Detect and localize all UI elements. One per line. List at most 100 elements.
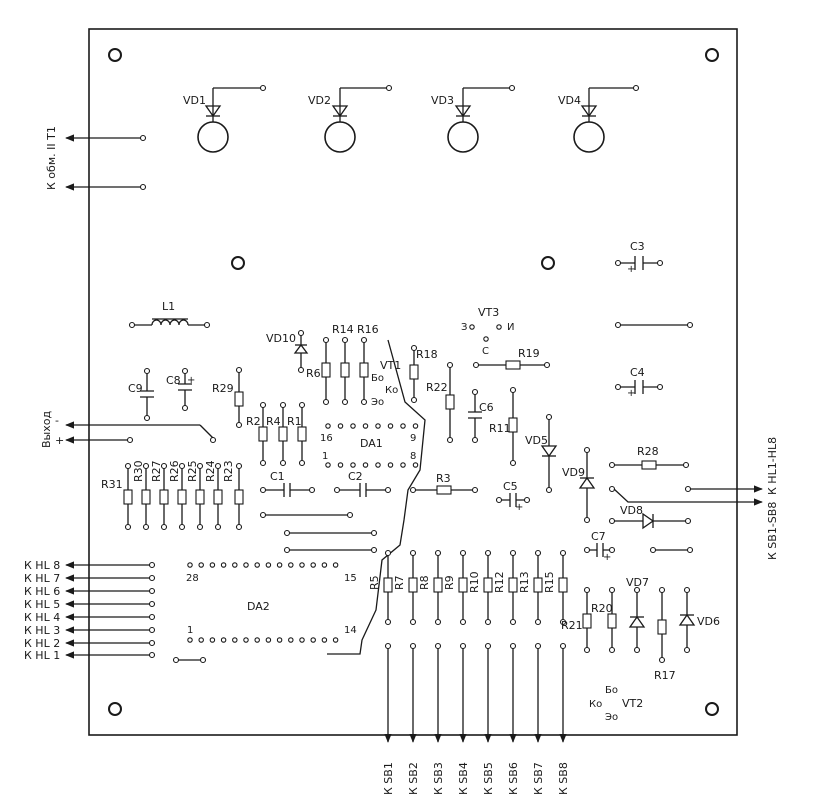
- svg-text:R14: R14: [332, 323, 354, 336]
- svg-text:R22: R22: [426, 381, 448, 394]
- da2-pin: [332, 562, 339, 568]
- da2-label: DA2: [247, 600, 270, 613]
- resistor: [433, 577, 443, 593]
- svg-text:R24: R24: [204, 460, 217, 482]
- sb-line-label: К SB6: [507, 762, 520, 795]
- diode-vd10: VD10: [266, 329, 309, 374]
- svg-text:C5: C5: [503, 480, 518, 493]
- svg-text:VD8: VD8: [620, 504, 643, 517]
- svg-text:VD6: VD6: [697, 615, 720, 628]
- svg-text:Ко: Ко: [589, 699, 602, 710]
- diode-vd8: VD8: [608, 504, 692, 530]
- svg-text:R18: R18: [416, 348, 438, 361]
- resistor-r20: R20: [591, 586, 617, 654]
- resistor: [408, 577, 418, 593]
- winding-connector: К обм. II Т1: [45, 126, 147, 191]
- resistor-r22: R22: [426, 361, 455, 444]
- resistor-r16: R16: [357, 323, 379, 406]
- output-label: Выход: [40, 411, 53, 448]
- da1-pin: [400, 462, 406, 468]
- output-connector: Выход - +: [40, 411, 217, 448]
- sb-line-label: К SB5: [482, 762, 495, 795]
- resistor-bank-r23-r31: R31 R30 R27 R26 R25 R24 R23: [101, 460, 244, 531]
- resistor: [234, 489, 244, 505]
- svg-text:Эо: Эо: [605, 712, 618, 723]
- svg-text:Бо: Бо: [605, 685, 618, 696]
- sb-resistor-bank: R5 R7 R8 R9 R10 R12 R13 R15: [368, 549, 568, 743]
- svg-text:16: 16: [320, 433, 333, 444]
- svg-text:C7: C7: [591, 530, 606, 543]
- capacitor-c3: + C3: [614, 240, 664, 275]
- svg-text:И: И: [507, 322, 514, 333]
- trace-da1-loop: [327, 339, 426, 655]
- svg-text:R16: R16: [357, 323, 379, 336]
- da1-pin: [375, 423, 381, 429]
- svg-text:R27: R27: [150, 460, 163, 482]
- svg-text:R4: R4: [266, 415, 281, 428]
- resistor-r1: R1: [287, 401, 307, 467]
- led-vd2: VD2: [308, 84, 393, 153]
- da2-pin: [321, 562, 328, 568]
- svg-text:R6: R6: [306, 367, 321, 380]
- sb-line-label: К SB1: [382, 762, 395, 795]
- jumpers-middle: [172, 511, 694, 664]
- svg-text:VD9: VD9: [562, 466, 585, 479]
- svg-text:+: +: [603, 552, 611, 563]
- sb-line-label: К SB3: [432, 762, 445, 795]
- svg-text:14: 14: [344, 625, 357, 636]
- da2-pin: [254, 562, 260, 568]
- r29-label: R29: [212, 382, 234, 395]
- svg-text:R2: R2: [246, 415, 261, 428]
- hl-line-label: К HL 6: [24, 585, 60, 598]
- svg-text:R23: R23: [222, 460, 235, 482]
- led-vd1: VD1: [183, 84, 267, 153]
- svg-text:9: 9: [410, 433, 416, 444]
- svg-text:Ко: Ко: [385, 385, 398, 396]
- hl-line-label: К HL 3: [24, 624, 60, 637]
- da2-pin: [198, 637, 204, 643]
- svg-text:R30: R30: [132, 460, 145, 482]
- da2-pin: [332, 637, 339, 643]
- c3-label: C3: [630, 240, 645, 253]
- capacitor-c5: + C5: [495, 480, 531, 513]
- da2-pin: [321, 637, 328, 643]
- hl-connector-lines: К HL 8К HL 7К HL 6К HL 5К HL 4К HL 3К HL…: [24, 559, 156, 662]
- da1-pin: [362, 462, 369, 468]
- da2-pin: [232, 562, 238, 568]
- da2-pin: [243, 562, 249, 568]
- svg-text:VT2: VT2: [622, 697, 643, 710]
- svg-text:28: 28: [186, 573, 199, 584]
- led-vd3: VD3: [431, 84, 516, 153]
- hl-line-label: К HL 7: [24, 572, 60, 585]
- da2-pin: [265, 637, 272, 643]
- svg-text:R17: R17: [654, 669, 676, 682]
- diode-vd5: VD5: [525, 413, 558, 494]
- da1-pin: [325, 462, 331, 468]
- capacitor-c9: C9: [128, 367, 154, 422]
- svg-text:R31: R31: [101, 478, 123, 491]
- da2-pin: [232, 637, 238, 643]
- svg-text:R1: R1: [287, 415, 302, 428]
- svg-text:R21: R21: [561, 619, 583, 632]
- resistor-r21: R21: [561, 586, 592, 654]
- resistor: [177, 489, 187, 505]
- chip-da2: DA2 28 15 1 14: [186, 562, 357, 643]
- da2-pin: [276, 637, 283, 643]
- svg-text:Бо: Бо: [371, 373, 384, 384]
- svg-text:8: 8: [410, 451, 416, 462]
- svg-text:+: +: [627, 264, 635, 275]
- svg-text:1: 1: [322, 451, 328, 462]
- resistor: [383, 577, 393, 593]
- transistor-vt3: VT3 З И С: [461, 306, 514, 357]
- svg-text:R9: R9: [443, 575, 456, 590]
- hl-line-label: К HL 8: [24, 559, 60, 572]
- da1-pin: [375, 462, 381, 468]
- resistor: [195, 489, 205, 505]
- transistor-vt1: VT1 Бо Ко Эо: [371, 359, 401, 408]
- svg-text:+: +: [55, 434, 64, 447]
- svg-text:R5: R5: [368, 575, 381, 590]
- da2-pin: [288, 637, 294, 643]
- svg-text:R7: R7: [393, 575, 406, 590]
- c8-label: C8: [166, 374, 181, 387]
